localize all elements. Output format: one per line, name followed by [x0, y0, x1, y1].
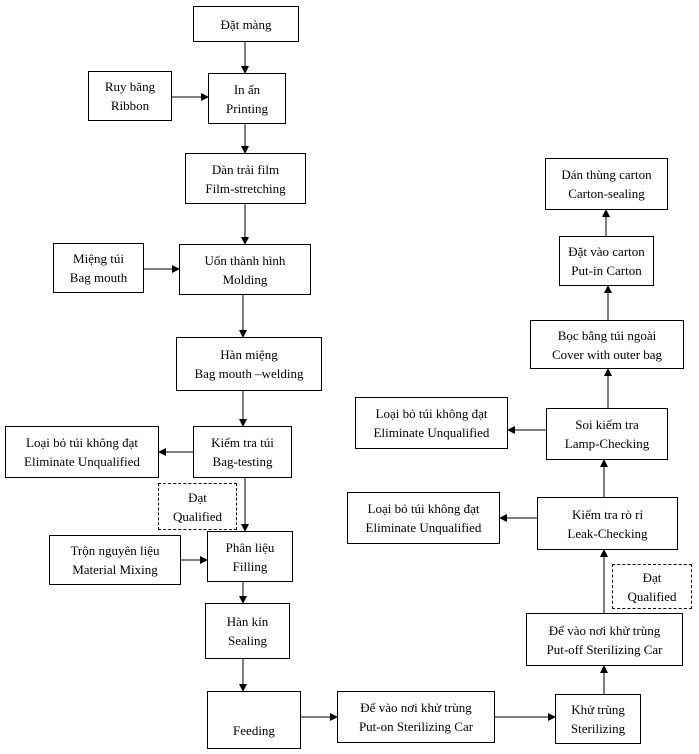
step-label-vi: Kiểm tra túi [211, 435, 274, 450]
step-label-en: Material Mixing [72, 562, 158, 577]
step-label-en: Carton-sealing [568, 186, 645, 201]
step-label-vi: Dàn trải film [211, 161, 280, 177]
step-label-en: Lamp-Checking [564, 436, 650, 451]
step-label-en: Put-on Sterilizing Car [358, 719, 474, 734]
step-label-vi: Uốn thành hình [204, 252, 286, 268]
step-label-vi: Dán thùng carton [561, 167, 652, 182]
step-carton-sealing: Dán thùng carton Carton-sealing [545, 158, 668, 210]
qualified-note-2: Đạt Qualified [612, 564, 692, 609]
step-label-en: Ribbon [110, 98, 150, 113]
step-label-en: Sealing [228, 633, 267, 648]
step-label-vi: Kiểm tra rò rỉ [571, 506, 644, 522]
step-label-vi: Bọc bằng túi ngoài [557, 327, 657, 343]
qualified-note-1: Đạt Qualified [158, 483, 237, 530]
step-label-vi: Loại bỏ túi không đạt [26, 435, 138, 450]
step-label-vi: Ruy băng [104, 79, 156, 94]
step-label-vi: Soi kiểm tra [575, 417, 639, 432]
step-label-en: Cover with outer bag [551, 346, 663, 362]
reject-box-1: Loại bỏ túi không đạt Eliminate Unqualif… [5, 426, 159, 478]
step-label-en: Qualified [172, 508, 223, 524]
step-feeding: Feeding [207, 691, 301, 749]
step-label-en: Bag mouth [69, 270, 128, 285]
step-uon-thanh-hinh: Uốn thành hình Molding [179, 244, 311, 295]
step-label-vi: Hàn kín [226, 614, 269, 629]
step-label-en: Filling [232, 558, 268, 574]
step-label-vi: Để vào nơi khử trùng [360, 700, 472, 715]
step-label-vi: Đạt [188, 489, 207, 505]
input-ruy-bang: Ruy băng Ribbon [88, 71, 172, 121]
step-label-en: Bag mouth –welding [194, 366, 304, 381]
step-put-off-sterilizing-car: Để vào nơi khử trùng Put-off Sterilizing… [526, 613, 683, 666]
step-label-vi: Để vào nơi khử trùng [548, 622, 661, 638]
step-cover-outer-bag: Bọc bằng túi ngoài Cover with outer bag [530, 320, 684, 369]
step-leak-checking: Kiểm tra rò rỉ Leak-Checking [537, 497, 678, 550]
step-label-vi: Khử trùng [571, 702, 625, 717]
reject-box-2: Loại bỏ túi không đạt Eliminate Unqualif… [347, 492, 500, 544]
reject-box-3: Loại bỏ túi không đạt Eliminate Unqualif… [355, 397, 508, 449]
input-tron-nguyen-lieu: Trộn nguyên liệu Material Mixing [49, 535, 181, 585]
step-label-vi: Đặt màng [220, 16, 272, 32]
step-label-en: Bag-testing [212, 454, 273, 469]
step-label-vi: In ấn [233, 81, 261, 97]
step-label-vi: Miệng túi [73, 251, 124, 266]
step-label-en: Put-off Sterilizing Car [546, 641, 663, 657]
input-mieng-tui: Miệng túi Bag mouth [53, 243, 144, 293]
step-label-en: Eliminate Unqualified [24, 454, 140, 469]
step-lamp-checking: Soi kiểm tra Lamp-Checking [546, 408, 668, 460]
step-in-an: In ấn Printing [208, 73, 286, 124]
step-label-en: Molding [222, 271, 268, 287]
step-dan-trai-film: Dàn trải film Film-stretching [185, 153, 306, 204]
step-label-en: Eliminate Unqualified [365, 520, 482, 535]
step-label-vi: Đạt [642, 569, 662, 585]
step-label-en: Film-stretching [205, 180, 286, 196]
step-label-en: Feeding [233, 723, 275, 738]
step-label-en: Sterilizing [570, 721, 626, 736]
step-label-vi: Phân liệu [225, 539, 275, 555]
step-label-en: Printing [226, 100, 268, 116]
step-han-kin: Hàn kín Sealing [205, 603, 290, 659]
step-label-en: Leak-Checking [567, 525, 648, 541]
step-label-en: Qualified [627, 588, 677, 604]
step-dat-mang: Đặt màng [193, 6, 299, 42]
step-label-vi: Loại bỏ túi không đạt [367, 501, 480, 516]
step-label-vi: Đặt vào carton [568, 244, 645, 259]
step-han-mieng: Hàn miệng Bag mouth –welding [176, 337, 322, 391]
step-khu-trung: Khử trùng Sterilizing [555, 694, 641, 744]
step-phan-lieu: Phân liệu Filling [207, 531, 293, 582]
step-label-vi: Loại bỏ túi không đạt [375, 406, 488, 421]
step-label-en: Eliminate Unqualified [373, 425, 490, 440]
step-label-en: Put-in Carton [571, 263, 642, 278]
step-label-vi: Hàn miệng [220, 347, 278, 362]
step-label-vi: Trộn nguyên liệu [70, 543, 160, 558]
step-kiem-tra-tui: Kiểm tra túi Bag-testing [193, 426, 292, 478]
step-put-in-carton: Đặt vào carton Put-in Carton [559, 236, 654, 286]
step-put-on-sterilizing-car: Để vào nơi khử trùng Put-on Sterilizing … [337, 691, 495, 743]
